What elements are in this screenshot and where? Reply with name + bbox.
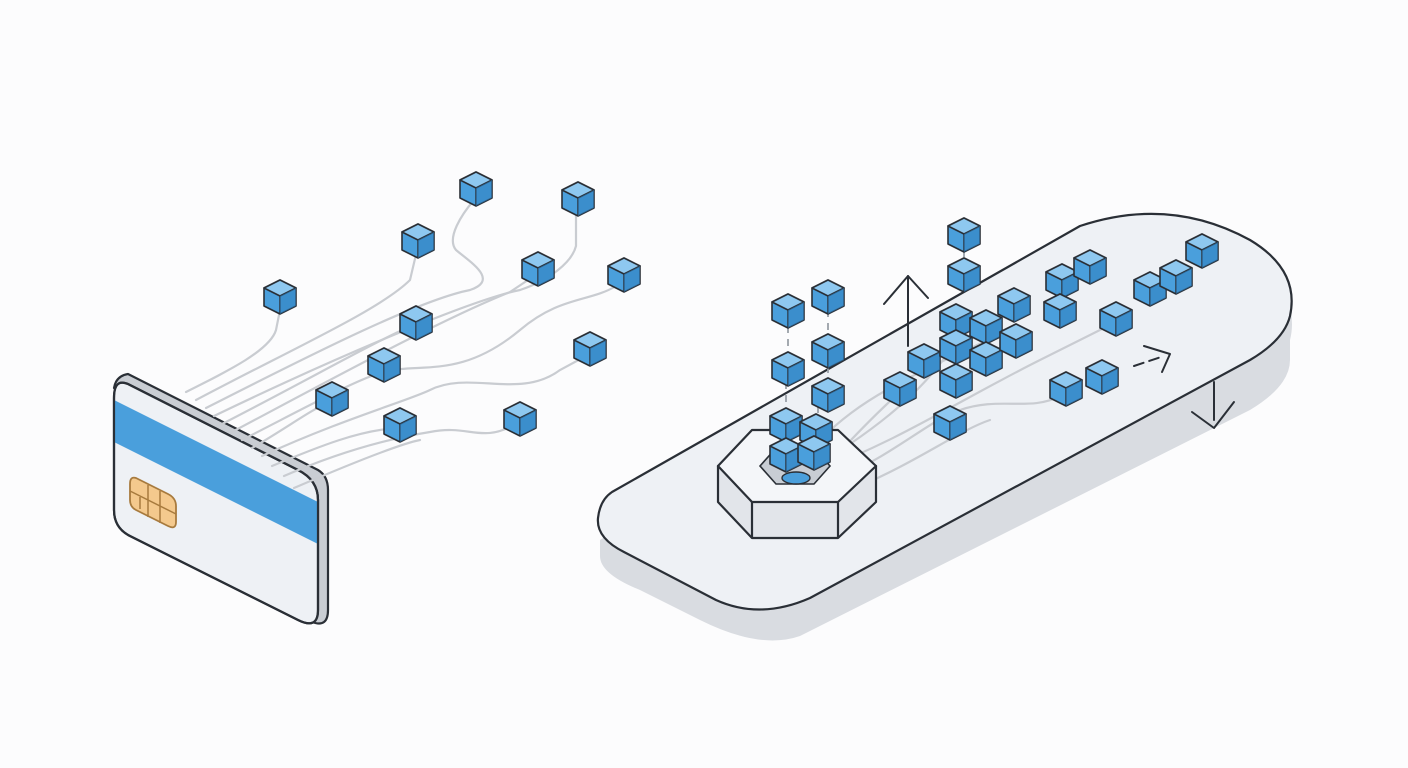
wire xyxy=(240,284,618,442)
cube-icon xyxy=(939,363,973,399)
cube-icon xyxy=(997,287,1031,323)
cube-icon xyxy=(561,181,595,217)
cube-icon xyxy=(797,435,831,471)
wire xyxy=(818,320,1118,472)
wire xyxy=(194,244,420,402)
cube-icon xyxy=(771,293,805,329)
wire xyxy=(230,274,536,434)
arrow-right-icon xyxy=(1133,345,1171,373)
wire xyxy=(292,438,422,490)
wire xyxy=(204,198,484,410)
cube-icon xyxy=(969,309,1003,345)
cube-icon xyxy=(1099,301,1133,337)
cube-icon xyxy=(1043,293,1077,329)
card-stripe xyxy=(114,400,318,544)
cube-icon xyxy=(883,371,917,407)
cube-icon xyxy=(401,223,435,259)
wire xyxy=(282,422,518,478)
cube-icon xyxy=(315,381,349,417)
cube-icon xyxy=(263,279,297,315)
wire xyxy=(260,354,588,458)
card-face-border xyxy=(112,381,320,625)
cube-icon xyxy=(811,333,845,369)
cube-icon xyxy=(939,329,973,365)
data-blocks-left xyxy=(263,171,641,443)
cube-icon xyxy=(1159,259,1193,295)
cube-icon xyxy=(1085,359,1119,395)
cube-icon xyxy=(947,257,981,293)
cube-icon xyxy=(771,351,805,387)
cube-icon xyxy=(383,407,417,443)
cube-icon xyxy=(969,341,1003,377)
cube-icon xyxy=(521,251,555,287)
cube-icon xyxy=(811,377,845,413)
wire xyxy=(838,394,1062,480)
wire xyxy=(184,308,282,394)
cube-icon xyxy=(573,331,607,367)
wire xyxy=(212,210,578,418)
cube-icon xyxy=(769,407,803,443)
cube-icon xyxy=(1185,233,1219,269)
cube-icon xyxy=(459,171,493,207)
cube-icon xyxy=(933,405,967,441)
wire xyxy=(220,324,416,426)
data-wires-left xyxy=(184,198,618,490)
cube-icon xyxy=(811,279,845,315)
cube-icon xyxy=(399,305,433,341)
emv-chip-icon xyxy=(129,476,177,529)
wire xyxy=(858,418,992,488)
cube-icon xyxy=(947,217,981,253)
arrow-down-icon xyxy=(1191,381,1235,429)
cube-icon xyxy=(1073,249,1107,285)
cube-icon xyxy=(999,323,1033,359)
arrow-up-icon xyxy=(883,275,929,347)
cube-icon xyxy=(907,343,941,379)
cube-icon xyxy=(367,347,401,383)
cube-icon xyxy=(607,257,641,293)
cube-icon xyxy=(1049,371,1083,407)
cube-icon xyxy=(1045,263,1079,299)
cube-icon xyxy=(503,401,537,437)
